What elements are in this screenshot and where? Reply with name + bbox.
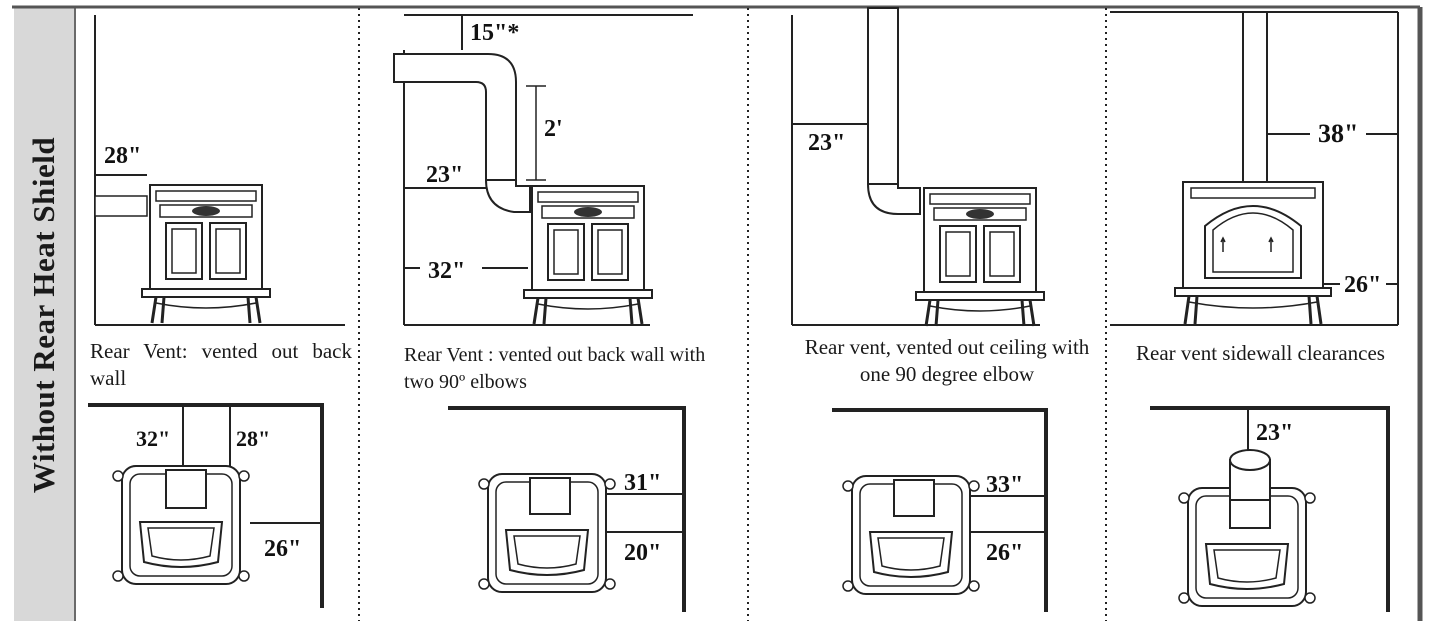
panel-1-side-view: 28" bbox=[94, 15, 345, 326]
p3-label-26: 26" bbox=[986, 540, 1023, 566]
p4-label-38: 38" bbox=[1318, 119, 1358, 148]
caption-panel-3: Rear vent, vented out ceiling with one 9… bbox=[804, 335, 1090, 386]
p4-label-26: 26" bbox=[1344, 272, 1381, 298]
p2-label-2ft: 2' bbox=[544, 116, 563, 142]
p3-label-33: 33" bbox=[986, 472, 1023, 498]
p2-label-31: 31" bbox=[624, 470, 661, 496]
panel-2-top-view: 31" 20" bbox=[448, 406, 686, 612]
panel-3-side-view: 23" bbox=[791, 7, 1046, 328]
panel-3-top-view: 33" 26" bbox=[832, 408, 1048, 612]
p1-label-b: 28" bbox=[236, 426, 270, 451]
panel-1-top-view: 32" 28" 26" bbox=[88, 403, 324, 608]
p2-label-32: 32" bbox=[428, 258, 465, 284]
p3-label-23: 23" bbox=[808, 130, 845, 156]
panel-2-side-view: 15"* 2' 23" 32" bbox=[393, 14, 693, 326]
p1-label-c: 26" bbox=[264, 536, 301, 562]
caption-panel-4: Rear vent sidewall clearances bbox=[1136, 341, 1385, 365]
panel-4-side-view: 38" 26" bbox=[1110, 11, 1399, 326]
p1-label-side: 28" bbox=[104, 143, 141, 169]
side-band bbox=[14, 8, 76, 621]
p1-label-a: 32" bbox=[136, 426, 170, 451]
caption-panel-1: Rear Vent: vented out back wall bbox=[90, 339, 352, 390]
p4-label-23: 23" bbox=[1256, 420, 1293, 446]
p2-label-20: 20" bbox=[624, 540, 661, 566]
panel-4-top-view: 23" bbox=[1150, 406, 1390, 612]
p2-label-23: 23" bbox=[426, 162, 463, 188]
p2-label-15: 15"* bbox=[470, 20, 519, 46]
caption-panel-2: Rear Vent : vented out back wall with tw… bbox=[404, 344, 706, 393]
